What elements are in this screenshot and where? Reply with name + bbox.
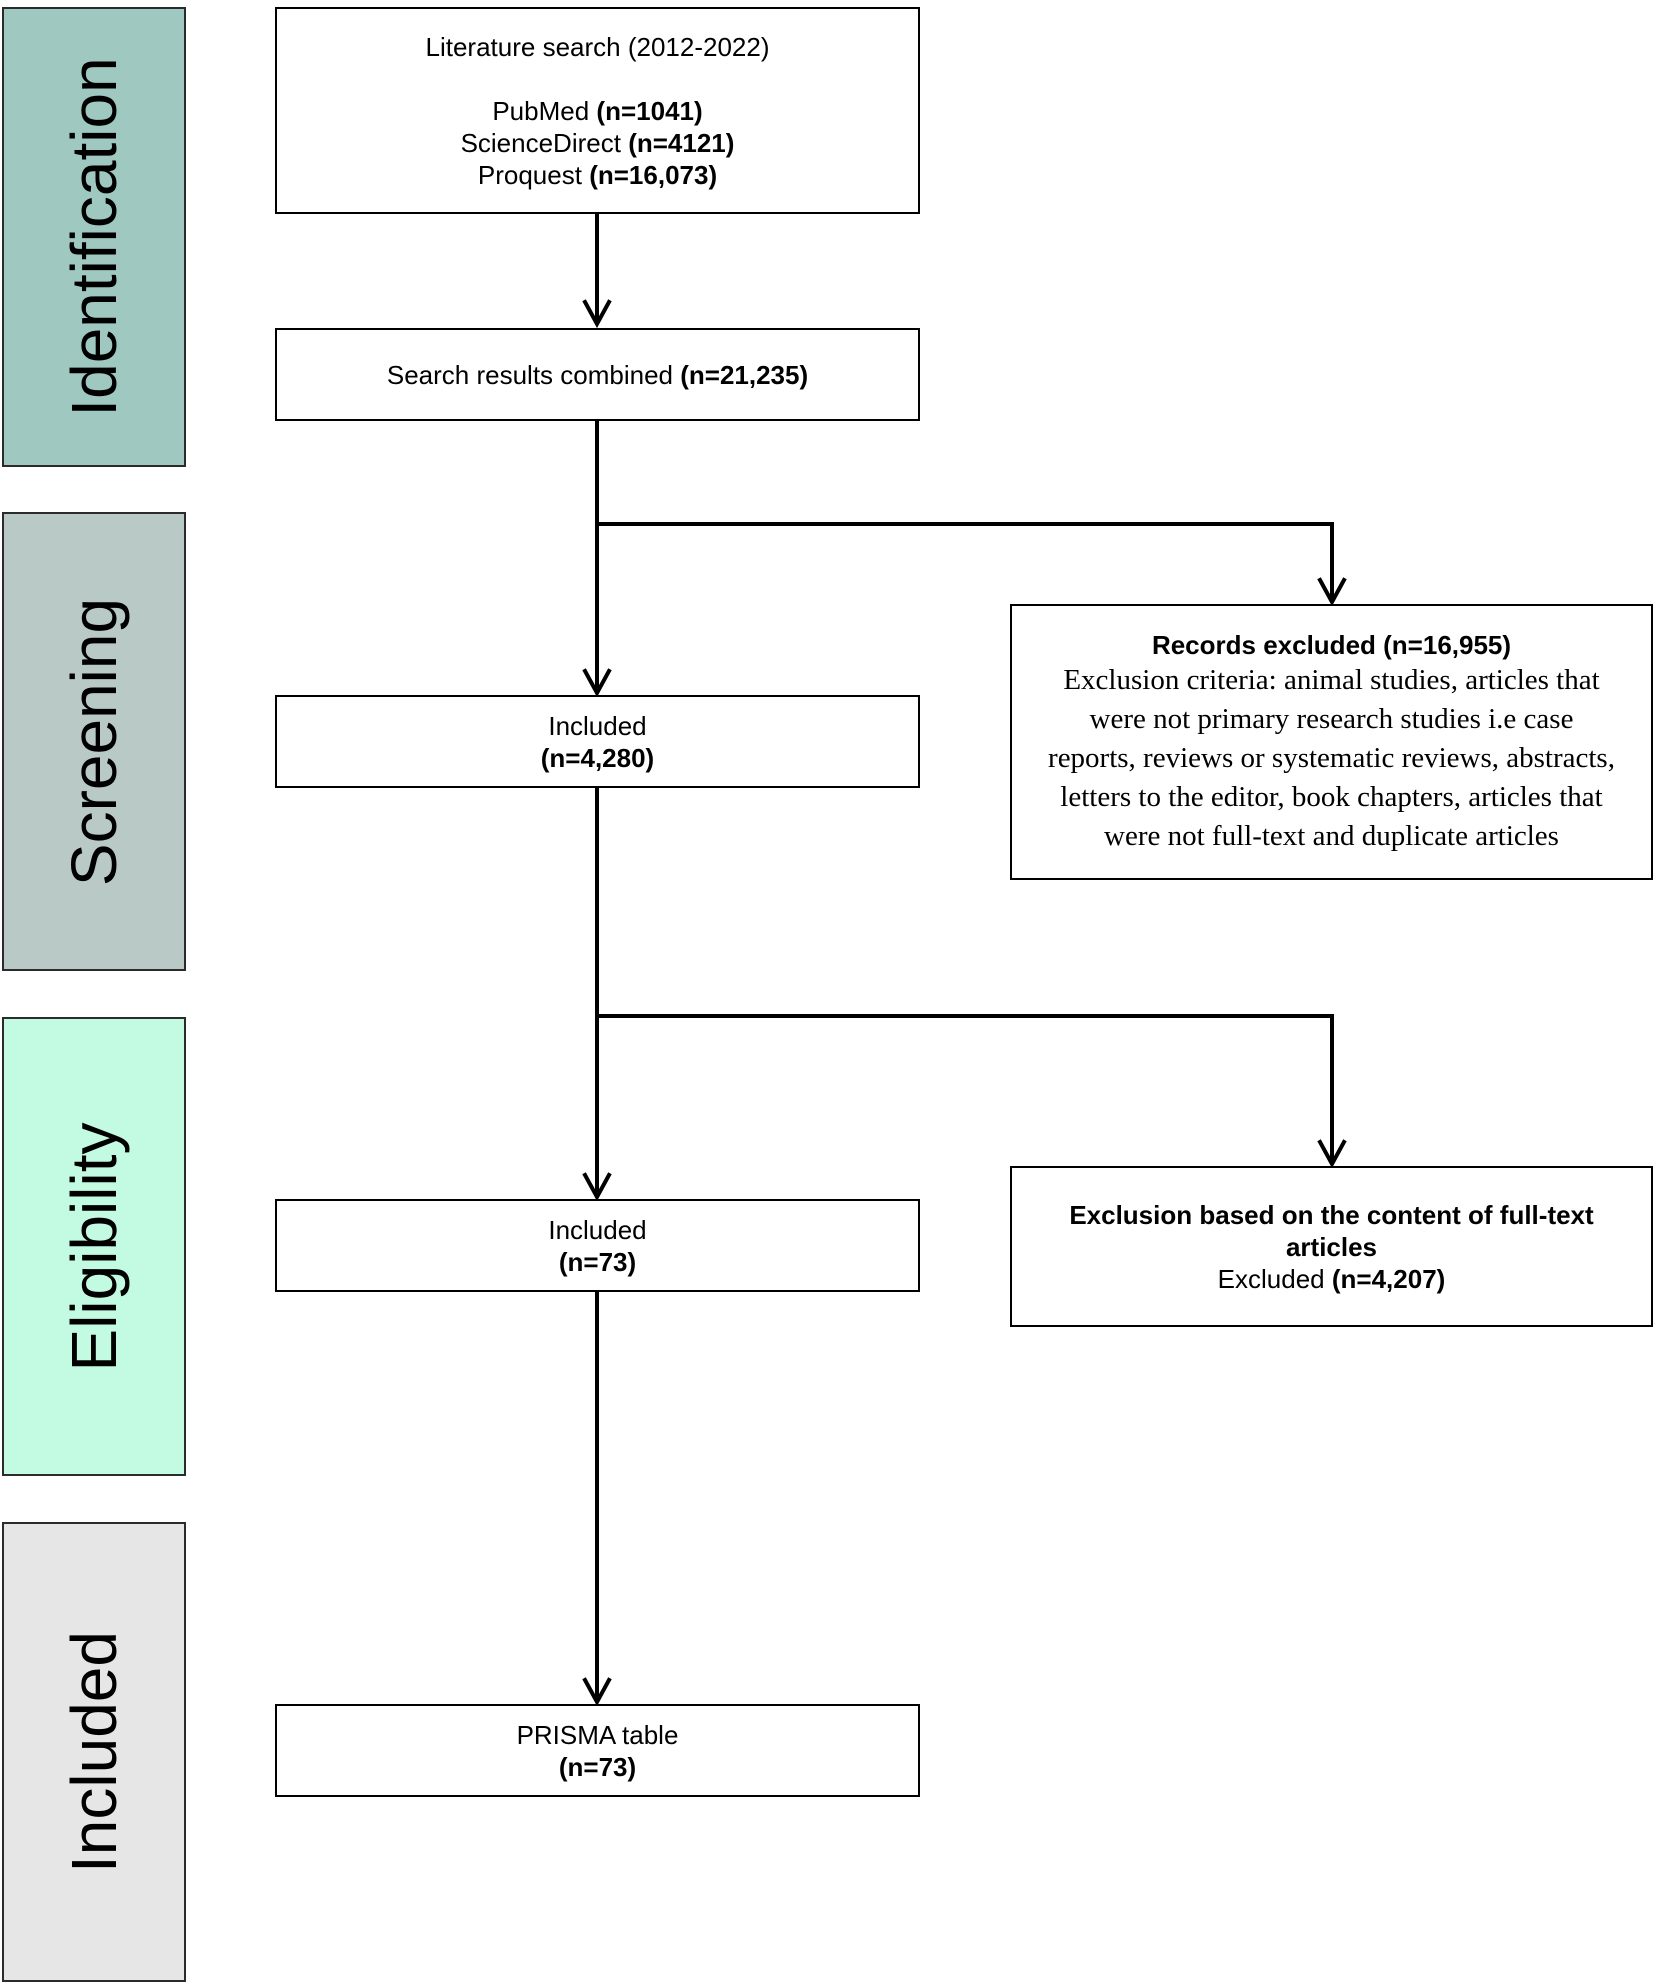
fulltext-exclusion-title-1: Exclusion based on the content of full-t… <box>1069 1199 1594 1230</box>
stage-eligibility: Eligibility <box>2 1017 186 1476</box>
arrowhead-prisma <box>582 1677 612 1707</box>
arrowhead-combined <box>582 299 612 329</box>
exclusion-criteria-line-2: were not primary research studies i.e ca… <box>1089 702 1574 735</box>
arrow-branch-fulltext-excluded <box>595 1014 1334 1162</box>
fulltext-excluded-count: Excluded (n=4,207) <box>1217 1263 1446 1294</box>
literature-title: Literature search (2012-2022) <box>425 31 770 62</box>
exclusion-criteria-line-4: letters to the editor, book chapters, ar… <box>1060 780 1603 813</box>
fulltext-exclusion-title-2: articles <box>1285 1231 1378 1262</box>
exclusion-criteria-line-3: reports, reviews or systematic reviews, … <box>1048 741 1615 774</box>
elig-included-count: (n=73) <box>558 1246 637 1277</box>
search-results-combined-box: Search results combined (n=21,235) <box>275 328 920 421</box>
prisma-label: PRISMA table <box>516 1719 679 1750</box>
records-excluded-title: Records excluded (n=16,955) <box>1151 629 1512 660</box>
source-pubmed: PubMed (n=1041) <box>492 95 703 126</box>
arrowhead-fulltext-excluded <box>1317 1139 1347 1169</box>
stage-identification: Identification <box>2 7 186 467</box>
eligibility-included-box: Included (n=73) <box>275 1199 920 1292</box>
source-proquest: Proquest (n=16,073) <box>477 159 718 190</box>
arrowhead-elig-included <box>582 1172 612 1202</box>
exclusion-criteria-line-1: Exclusion criteria: animal studies, arti… <box>1063 663 1600 696</box>
elig-included-label: Included <box>548 1214 647 1245</box>
stage-included: Included <box>2 1522 186 1982</box>
prisma-count: (n=73) <box>558 1751 637 1782</box>
literature-search-box: Literature search (2012-2022) PubMed (n=… <box>275 7 920 214</box>
prisma-table-box: PRISMA table (n=73) <box>275 1704 920 1797</box>
arrow-branch-records-excluded <box>595 522 1334 600</box>
records-excluded-box: Records excluded (n=16,955) Exclusion cr… <box>1010 604 1653 880</box>
combined-text: Search results combined (n=21,235) <box>386 359 809 390</box>
arrowhead-screen-included <box>582 668 612 698</box>
arrowhead-records-excluded <box>1317 577 1347 607</box>
screen-included-count: (n=4,280) <box>540 742 655 773</box>
screening-included-box: Included (n=4,280) <box>275 695 920 788</box>
screen-included-label: Included <box>548 710 647 741</box>
exclusion-criteria-line-5: were not full-text and duplicate article… <box>1104 819 1559 852</box>
stage-screening: Screening <box>2 512 186 971</box>
source-sciencedirect: ScienceDirect (n=4121) <box>460 127 735 158</box>
fulltext-exclusion-box: Exclusion based on the content of full-t… <box>1010 1166 1653 1327</box>
